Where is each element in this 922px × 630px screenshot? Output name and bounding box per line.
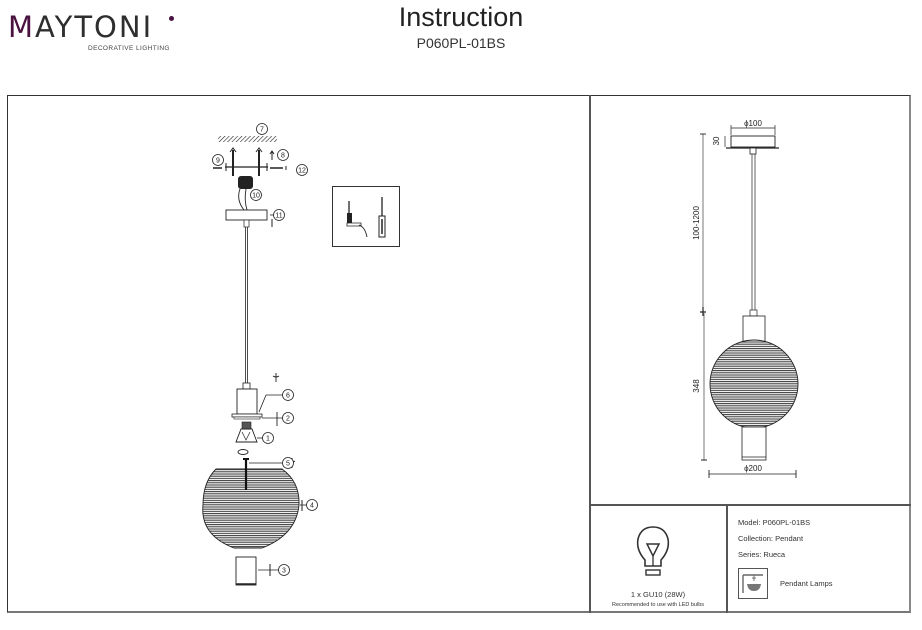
glass-shade [202,458,307,549]
callout-12: 12 [296,164,308,176]
category-label: Pendant Lamps [780,579,833,588]
screwdriver-icon [378,197,386,238]
svg-text:10: 10 [252,193,260,200]
dim-shade-line [708,470,797,478]
info-series: Series: Rueca [738,550,786,559]
brand-initial: M [8,10,36,44]
page-title: Instruction [398,2,524,32]
bottom-glass-tube [235,556,279,586]
svg-text:2: 2 [286,416,290,423]
dim-cable [749,154,758,317]
svg-text:11: 11 [275,213,282,220]
callout-3: 3 [278,564,290,576]
brand-logo: MAYTONI DECORATIVE LIGHTING [8,10,178,52]
callout-6: 6 [282,389,294,401]
bulb-recommendation: Recommended to use with LED bulbs [611,602,705,608]
callout-4: 4 [306,499,318,511]
lamp-holder [231,373,283,426]
tools-box [332,186,400,247]
info-model: Model: P060PL-01BS [738,518,811,527]
pendant-lamp-icon [742,574,763,593]
ceiling-hatch [218,136,277,142]
category-icon-box [738,568,768,599]
callout-5: 5 [282,457,294,469]
ring-nut [237,449,249,455]
svg-text:7: 7 [260,127,264,134]
svg-text:8: 8 [281,153,285,160]
info-collection: Collection: Pendant [738,534,804,543]
dim-suspension-range: 100-1200 [692,206,701,240]
light-bulb-icon [636,526,670,576]
info-divider [589,504,911,506]
callout-9: 9 [212,154,224,166]
gu10-bulb [235,421,263,443]
callout-2: 2 [282,412,294,424]
svg-text:4: 4 [310,503,314,510]
mounting-bracket [213,147,287,176]
panel-divider [589,95,591,613]
svg-text:3: 3 [282,568,286,575]
dim-shade-diameter: ϕ200 [744,464,762,473]
callout-10: 10 [250,189,262,201]
canopy [225,209,276,227]
brand-wordmark: MAYTONI [8,10,153,44]
dim-body-height: 348 [692,379,701,393]
suspension-cable [243,219,250,383]
callout-8: 8 [277,149,289,161]
model-code: P060PL-01BS [416,35,506,51]
svg-text:6: 6 [286,393,290,400]
svg-text:5: 5 [286,461,290,468]
brand-tagline: DECORATIVE LIGHTING [88,45,170,52]
product-info-panel: Model: P060PL-01BS Collection: Pendant S… [728,506,910,613]
brand-dot [169,16,174,21]
svg-text:1: 1 [266,436,270,443]
dim-canopy [724,125,779,155]
svg-text:12: 12 [298,168,306,175]
dim-suspension-line [700,133,706,316]
dim-body-line [701,312,707,461]
dim-lamp-body [709,315,799,461]
svg-text:9: 9 [216,158,220,165]
wire-stripper-icon [346,201,368,238]
callout-7: 7 [256,123,268,135]
brand-name-rest: AYTONI [35,10,154,44]
info-divider-vertical [726,504,728,613]
drawing-frame [7,95,911,613]
dim-canopy-diameter: ϕ100 [744,119,762,128]
bulb-spec-panel: 1 x GU10 (28W) Recommended to use with L… [590,506,726,613]
terminal-block [238,176,253,211]
callout-11: 11 [273,209,285,221]
callout-1: 1 [262,432,274,444]
bulb-quantity: 1 x GU10 (28W) [630,590,686,599]
dim-canopy-height: 30 [712,136,721,145]
